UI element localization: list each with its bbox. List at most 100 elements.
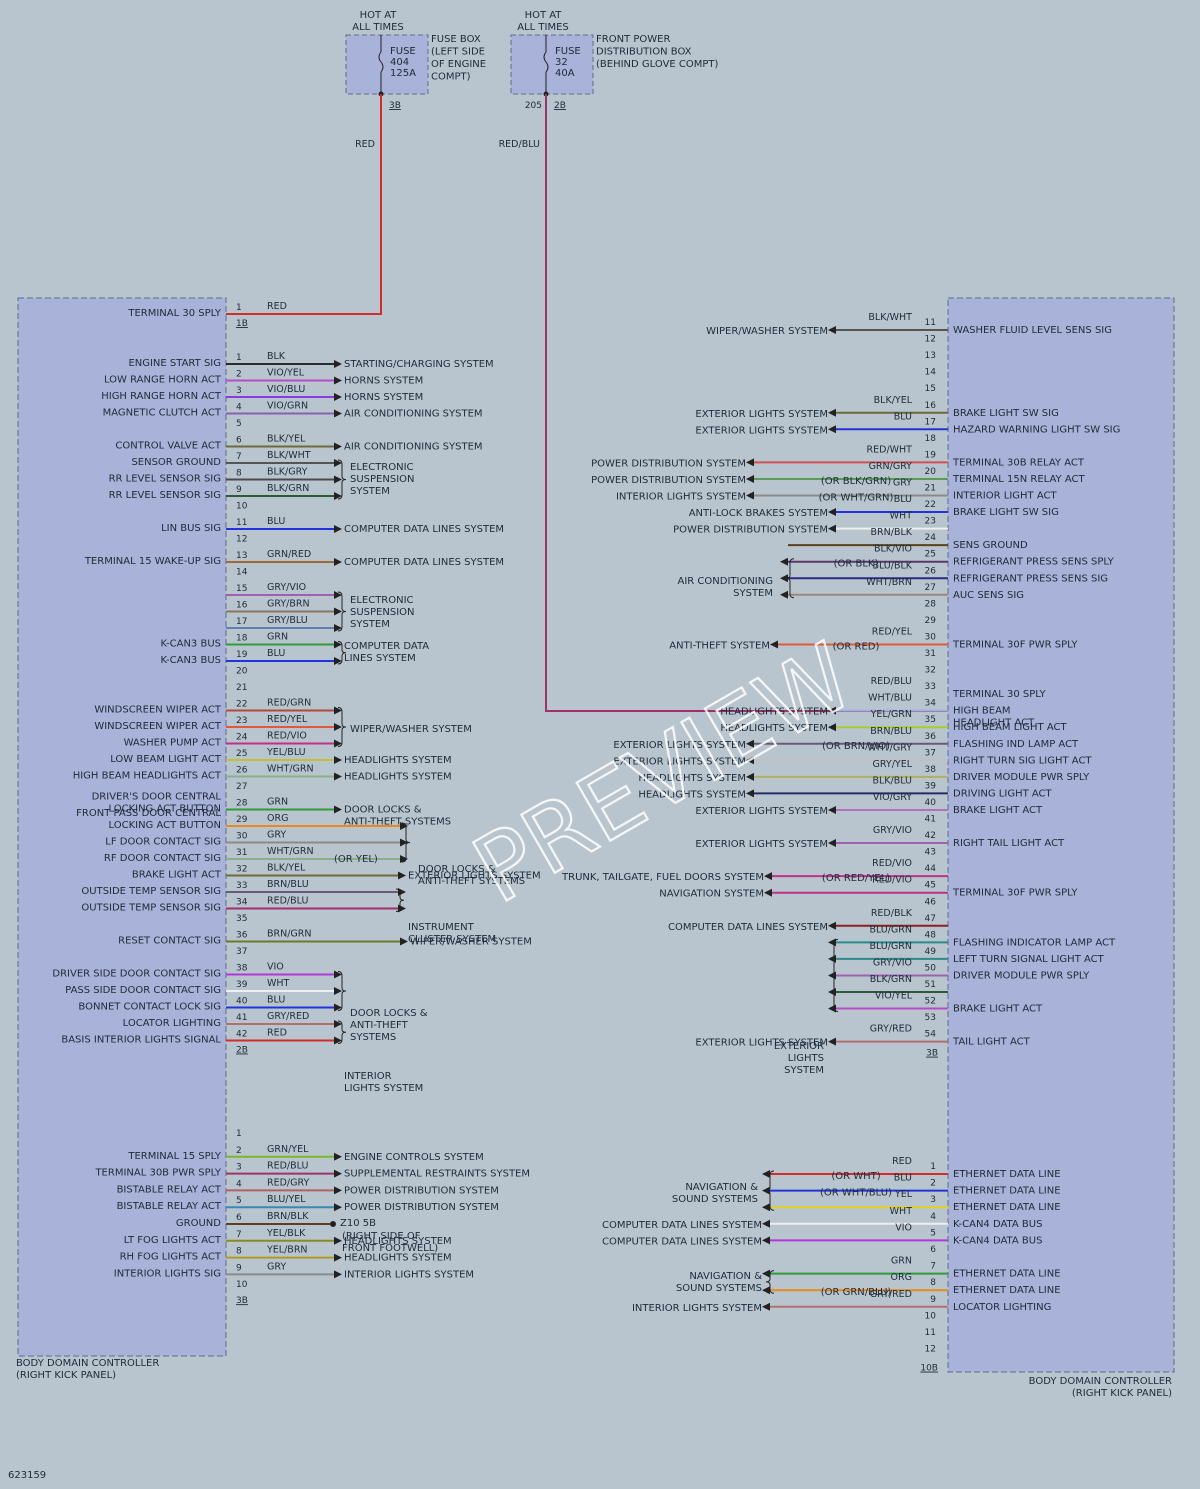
arrow-head	[746, 772, 754, 781]
wire-alternate-note: (OR BLK)	[834, 559, 879, 570]
signal-label: REFRIGERANT PRESS SENS SIG	[953, 573, 1108, 584]
pin-number: 15	[236, 584, 247, 594]
brace	[401, 822, 411, 863]
pin-number: 38	[925, 765, 937, 775]
destination-system: HEADLIGHTS SYSTEM	[638, 789, 746, 800]
fuse-location: (LEFT SIDE	[431, 47, 485, 58]
wire-color-label: GRN/GRY	[869, 461, 913, 472]
arrow-head	[770, 640, 778, 649]
signal-label: MAGNETIC CLUTCH ACT	[103, 408, 222, 419]
fuse-rating: FUSE	[555, 46, 581, 57]
wire-color-label: VIO	[267, 962, 284, 973]
pin-number: 19	[236, 650, 248, 660]
arrow-head	[746, 756, 754, 765]
left-module-name: (RIGHT KICK PANEL)	[16, 1370, 116, 1381]
destination-system: COMPUTER DATA LINES SYSTEM	[602, 1236, 762, 1247]
pin-number: 1	[236, 303, 242, 313]
pin-number: 42	[925, 831, 936, 841]
brace-group-label: ELECTRONIC	[350, 595, 414, 606]
signal-label: RH FOG LIGHTS ACT	[120, 1252, 222, 1263]
brace-group-label: NAVIGATION &	[689, 1271, 762, 1282]
pin-number: 16	[236, 601, 248, 611]
brace-group-label: ANTI-THEFT SYSTEMS	[418, 876, 525, 887]
pin-number: 31	[925, 649, 936, 659]
wire-color-label: RED/BLU	[267, 1161, 308, 1172]
brace	[337, 707, 347, 747]
pin-number: 33	[925, 682, 936, 692]
connector-ref: 2B	[554, 101, 566, 111]
signal-label: LOW RANGE HORN ACT	[104, 375, 222, 386]
wire-color-label: WHT	[890, 1206, 913, 1217]
signal-label: TERMINAL 30F PWR SPLY	[952, 639, 1078, 650]
destination-system: WIPER/WASHER SYSTEM	[410, 937, 532, 948]
pin-number: 37	[236, 947, 247, 957]
wire-color-label: RED/GRY	[267, 1177, 309, 1188]
signal-label: WINDSCREEN WIPER ACT	[94, 721, 222, 732]
pin-number: 24	[925, 533, 937, 543]
signal-label: DRIVER SIDE DOOR CONTACT SIG	[52, 969, 221, 980]
wire-color-label: WHT/BLU	[868, 693, 912, 704]
arrow-head	[762, 1269, 770, 1278]
brace-group-label: ANTI-THEFT	[350, 1020, 409, 1031]
pin-number: 7	[236, 452, 242, 462]
signal-label: HAZARD WARNING LIGHT SW SIG	[953, 424, 1120, 435]
signal-label: LOW BEAM LIGHT ACT	[110, 754, 222, 765]
signal-label: BISTABLE RELAY ACT	[117, 1184, 222, 1195]
pin-number: 18	[925, 434, 937, 444]
signal-label: RIGHT TAIL LIGHT ACT	[953, 838, 1065, 849]
pin-number: 39	[925, 781, 937, 791]
wire-color-label: BLU/BLK	[872, 560, 912, 571]
wire-color-label: GRN/RED	[267, 549, 311, 560]
wire-color-label: RED	[267, 1028, 287, 1039]
wire-color-label: ORG	[891, 1272, 912, 1283]
signal-label: FLASHING IND LAMP ACT	[953, 739, 1079, 750]
hot-at-all-times: HOT AT	[525, 10, 563, 21]
arrow-head	[762, 1203, 770, 1212]
arrow-head	[334, 360, 342, 368]
arrow-head	[334, 1003, 342, 1012]
destination-system: AIR CONDITIONING SYSTEM	[344, 442, 483, 453]
arrow-head	[334, 591, 342, 599]
pin-number: 41	[925, 815, 936, 825]
destination-system: EXTERIOR LIGHTS SYSTEM	[695, 806, 828, 817]
signal-label: BRAKE LIGHT SW SIG	[953, 507, 1059, 518]
destination-system: WIPER/WASHER SYSTEM	[706, 326, 828, 337]
arrow-head	[334, 805, 342, 814]
arrow-head	[762, 1219, 770, 1228]
pin-number: 2	[930, 1179, 936, 1189]
signal-label: SENS GROUND	[953, 540, 1028, 551]
pin-number: 39	[236, 980, 248, 990]
destination-system: ANTI-LOCK BRAKES SYSTEM	[689, 508, 828, 519]
signal-label: BISTABLE RELAY ACT	[117, 1201, 222, 1212]
wire-color-label: RED/BLU	[267, 896, 308, 907]
wire-alternate-note: (OR YEL)	[334, 854, 378, 865]
arrow-head	[334, 1203, 342, 1212]
brace-group-label: LIGHTS SYSTEM	[344, 1083, 423, 1094]
signal-label: HIGH BEAM LIGHT ACT	[953, 722, 1067, 733]
wire-color-label: RED/VIO	[267, 731, 307, 742]
hot-at-all-times: ALL TIMES	[352, 22, 404, 33]
destination-system: EXTERIOR LIGHTS SYSTEM	[695, 839, 828, 850]
wire-color-label: VIO/GRY	[873, 792, 912, 803]
arrow-head	[334, 1186, 342, 1195]
signal-label: K-CAN4 DATA BUS	[953, 1235, 1042, 1246]
pin-number: 4	[236, 1179, 242, 1189]
pin-number: 36	[236, 931, 248, 941]
signal-label: HIGH BEAM HEADLIGHTS ACT	[73, 771, 222, 782]
pin-number: 47	[925, 914, 936, 924]
arrow-head	[762, 1170, 770, 1178]
connector-ref: 3B	[236, 1296, 248, 1306]
signal-label: AUC SENS SIG	[953, 590, 1024, 601]
brace	[337, 1020, 347, 1044]
destination-system: TRUNK, TAILGATE, FUEL DOORS SYSTEM	[561, 872, 764, 883]
pin-number: 51	[925, 980, 936, 990]
signal-label: INTERIOR LIGHT ACT	[953, 491, 1057, 502]
wire-color-label: GRY/VIO	[873, 957, 912, 968]
wire-color-label: GRY/VIO	[873, 825, 912, 836]
fuse-location: COMPT)	[431, 72, 471, 83]
pin-number: 6	[236, 1213, 242, 1223]
pin-number: 205	[525, 101, 542, 111]
pin-number: 11	[925, 318, 936, 328]
pin-number: 33	[236, 881, 247, 891]
wire-color-label: YEL	[894, 1189, 913, 1200]
